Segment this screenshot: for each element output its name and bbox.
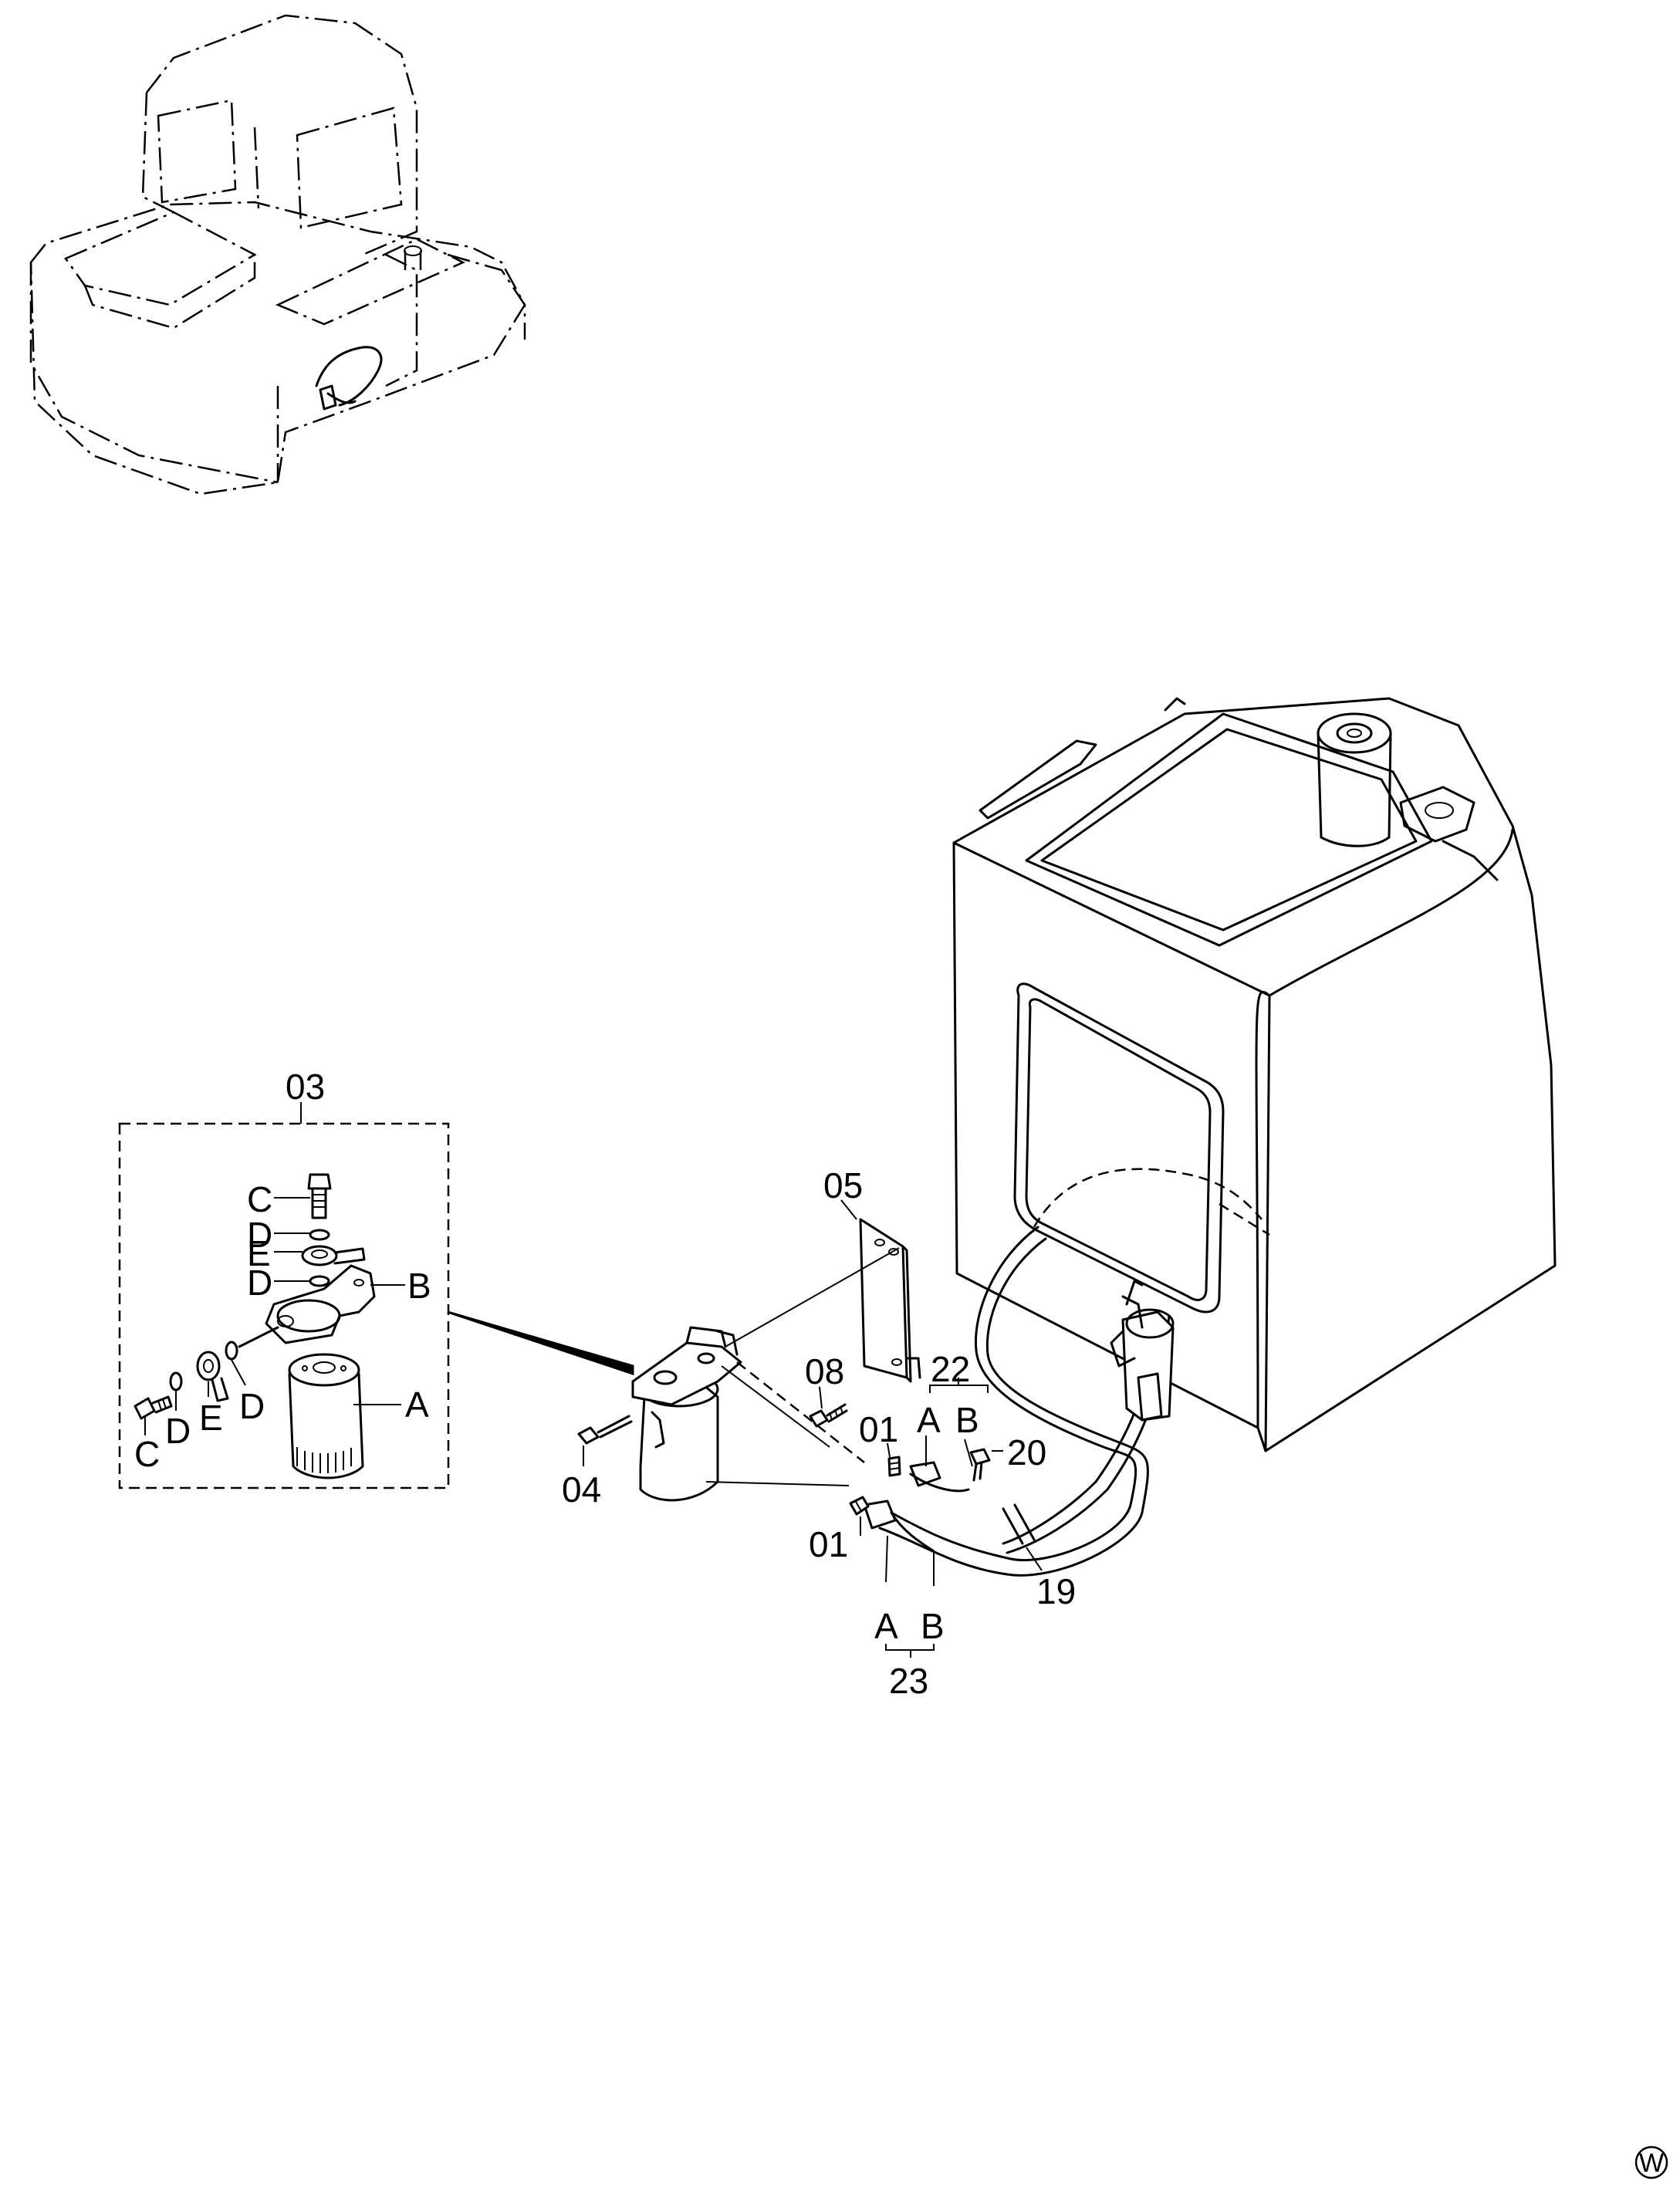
- kit-box: [118, 1102, 450, 1489]
- callout-01-lower: 01: [809, 1524, 848, 1564]
- callout-22-b: B: [955, 1400, 979, 1440]
- callout-22: 22: [931, 1349, 970, 1389]
- callout-08: 08: [805, 1351, 844, 1391]
- callout-05: 05: [823, 1165, 863, 1205]
- kit-label-e-bottom: E: [199, 1398, 223, 1438]
- bolt-20: [969, 1448, 991, 1482]
- kit-label-c-top: C: [247, 1179, 272, 1219]
- water-separator: [1110, 1280, 1175, 1422]
- kit-labels: C D E D B A C D E D: [134, 1179, 431, 1474]
- callout-23-b: B: [921, 1606, 945, 1646]
- bracket-plate: [859, 1218, 921, 1383]
- callout-23-a: A: [874, 1606, 898, 1646]
- kit-label-b: B: [407, 1266, 431, 1306]
- assembly-lines: [447, 1247, 900, 1486]
- kit-label-e-top: E: [247, 1233, 271, 1273]
- kit-label-c-bottom: C: [134, 1434, 160, 1474]
- fuel-hoses: [863, 1226, 1171, 1577]
- fittings-01: [849, 1456, 901, 1516]
- callout-04: 04: [562, 1469, 601, 1510]
- kit-label-a: A: [405, 1385, 429, 1425]
- corner-mark: W: [1634, 2145, 1668, 2179]
- excavator-overview: [29, 14, 526, 495]
- callout-leaders: [583, 1199, 1043, 1658]
- callout-01-upper: 01: [859, 1409, 898, 1449]
- filter-assembly: [577, 1326, 742, 1502]
- kit-label-d-right: D: [239, 1386, 265, 1426]
- callout-22-a: A: [917, 1400, 941, 1440]
- corner-mark-letter: W: [1639, 2149, 1664, 2178]
- fuel-tank: [952, 697, 1557, 1452]
- callout-19: 19: [1036, 1571, 1076, 1611]
- kit-label-d-bottom: D: [165, 1411, 191, 1451]
- callout-20: 20: [1007, 1432, 1046, 1473]
- bolt-08: [809, 1403, 848, 1428]
- kit-label-d-top: D: [247, 1215, 272, 1255]
- callout-labels: 03 05 08 22 A B 20 01 01 04 19 A B 23: [286, 1067, 1076, 1701]
- callout-23: 23: [889, 1661, 928, 1701]
- kit-label-d-mid: D: [247, 1263, 272, 1303]
- callout-03: 03: [286, 1067, 325, 1107]
